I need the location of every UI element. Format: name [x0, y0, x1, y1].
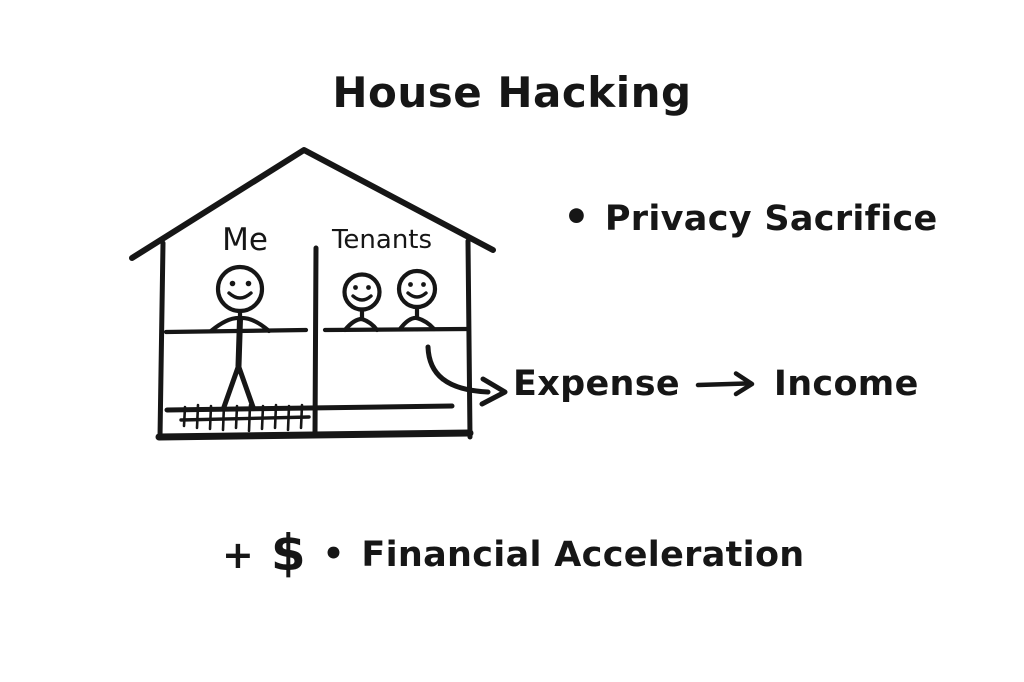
page-title: House Hacking — [332, 68, 692, 117]
roof — [129, 147, 496, 261]
left-wall — [157, 240, 166, 440]
foundation-hatching — [179, 403, 311, 433]
tenant-figure-1 — [342, 272, 382, 333]
owner-head — [215, 264, 265, 314]
tenant2-left-eye — [408, 282, 413, 287]
financial-label: Financial Acceleration — [361, 535, 805, 575]
tenant2-right-eye — [421, 282, 426, 287]
right-wall — [465, 238, 473, 440]
plus-icon: + — [222, 533, 254, 577]
curved-arrow-head — [479, 376, 508, 407]
owner-left-eye — [229, 280, 236, 287]
owner-smile — [227, 291, 253, 300]
tenant2-smile — [406, 291, 428, 299]
bullet-icon: • — [563, 192, 590, 241]
tenant1-head — [342, 272, 382, 312]
tenant1-smile — [351, 294, 373, 302]
owner-figure — [208, 264, 272, 410]
owner-right-eye — [245, 280, 252, 287]
divider-wall — [312, 245, 319, 438]
bullet-icon: • — [322, 534, 345, 574]
right-arrow-icon — [695, 371, 755, 397]
owner-torso — [235, 316, 243, 369]
house-outline — [129, 147, 496, 441]
dollar-icon: $ — [270, 524, 306, 582]
tenant-figure-2 — [396, 268, 438, 332]
tenant1-right-eye — [366, 285, 371, 290]
expense-income-flow: Expense Income — [513, 364, 919, 404]
tenant2-head — [396, 268, 438, 310]
owner-left-leg — [221, 363, 241, 410]
privacy-annotation: • Privacy Sacrifice — [563, 192, 938, 241]
floor — [164, 403, 455, 433]
owner-label: Me — [222, 222, 268, 258]
income-label: Income — [773, 364, 919, 404]
owner-right-leg — [236, 363, 256, 410]
financial-annotation: + $ • Financial Acceleration — [222, 524, 805, 582]
tenant1-right-arm — [359, 316, 380, 333]
right-railing — [322, 326, 470, 333]
curved-arrow-icon — [425, 344, 508, 407]
left-railing — [163, 327, 309, 335]
floor-line — [164, 403, 455, 413]
tenants-label: Tenants — [331, 225, 432, 255]
tenant1-left-eye — [353, 285, 358, 290]
privacy-label: Privacy Sacrifice — [604, 199, 938, 239]
tenant2-right-arm — [414, 315, 437, 332]
expense-label: Expense — [513, 364, 680, 404]
curved-arrow-shaft — [425, 344, 491, 395]
